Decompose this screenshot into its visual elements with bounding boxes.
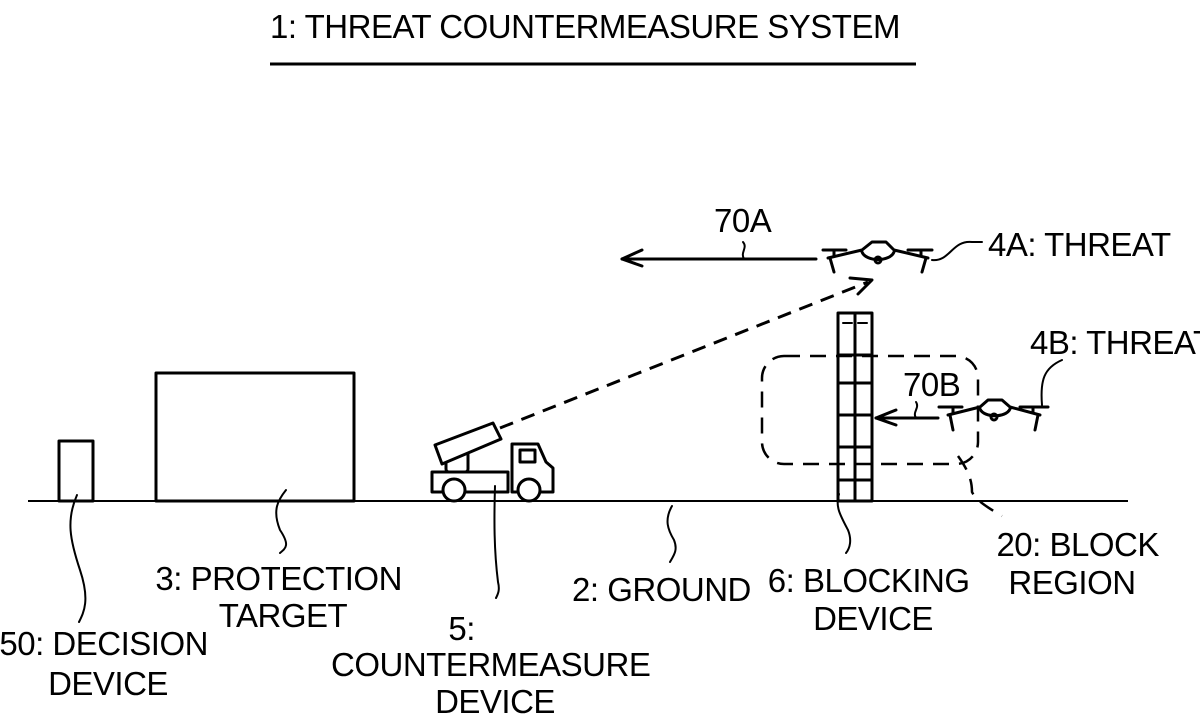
label-block-region: 20: BLOCK REGION [996,526,1167,601]
protection-target-building [154,371,356,503]
label-protection-target: 3: PROTECTION TARGET [155,560,410,634]
launch-trajectory [499,280,869,430]
leader-4b [1040,359,1063,406]
label-threat-4a: 4A: THREAT [988,226,1171,263]
label-blocking-device: 6: BLOCKING DEVICE [768,562,978,637]
leader-decision-device [69,494,87,623]
decision-device-box [57,439,95,503]
arrow-70a [620,241,818,268]
arrow-70b [874,401,940,427]
blocking-device-tower [836,311,874,503]
leader-blocking-device [836,493,852,554]
label-70b: 70B [903,366,960,403]
figure-title: 1: THREAT COUNTERMEASURE SYSTEM [270,8,900,45]
label-ground: 2: GROUND [572,571,751,608]
leader-countermeasure-device [493,485,500,599]
label-countermeasure-device: 5: COUNTERMEASURE DEVICE [331,610,659,720]
label-decision-device: 50: DECISION DEVICE [0,625,217,702]
leader-4a [931,240,983,262]
label-threat-4b: 4B: THREAT [1030,324,1200,361]
drone-4b-icon [937,398,1050,432]
leader-ground [666,505,677,563]
leader-protection-target [275,489,287,554]
trajectory-arrowhead [848,276,874,296]
countermeasure-truck-icon [430,421,555,503]
block-region-boundary [760,354,980,466]
drone-4a-icon [821,240,934,274]
leader-block-region [956,455,1003,518]
label-70a: 70A [714,202,772,239]
